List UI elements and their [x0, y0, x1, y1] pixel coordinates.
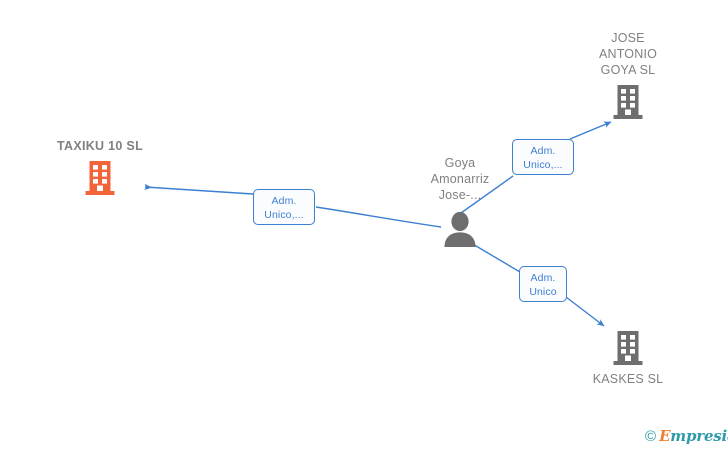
node-label-jose-antonio-goya: JOSE ANTONIO GOYA SL [598, 31, 658, 77]
edge-label-taxiku-line2: Unico,... [264, 209, 304, 221]
node-taxiku-10-sl[interactable]: TAXIKU 10 SL [44, 138, 156, 196]
copyright-icon: © [645, 427, 657, 445]
edge-label-jose-antonio[interactable]: Adm. Unico,... [512, 139, 574, 175]
node-label-kaskes: KASKES SL [592, 372, 664, 386]
person-icon [444, 211, 476, 247]
edge-label-taxiku[interactable]: Adm. Unico,... [253, 189, 315, 225]
edge-label-taxiku-line1: Adm. [271, 195, 297, 207]
edge-label-jose-antonio-line1: Adm. [530, 145, 556, 157]
brand-rest: mpresia [670, 426, 728, 445]
brand-name: Empresia [659, 426, 728, 445]
brand-initial: E [659, 426, 671, 445]
edge-label-kaskes-line2: Unico [529, 286, 557, 298]
node-jose-antonio-goya-sl[interactable]: JOSE ANTONIO GOYA SL [580, 30, 676, 120]
building-icon [613, 85, 643, 119]
edge-line-taxiku[interactable] [144, 183, 442, 228]
edge-line-kaskes[interactable] [470, 242, 605, 327]
edge-label-kaskes[interactable]: Adm. Unico [519, 266, 567, 302]
node-goya-amonarriz-person[interactable]: Goya Amonarriz Jose-... [418, 155, 502, 247]
edge-label-jose-antonio-line2: Unico,... [523, 159, 563, 171]
node-label-goya-amonarriz: Goya Amonarriz Jose-... [430, 156, 490, 202]
building-icon [613, 331, 643, 365]
building-icon [85, 161, 115, 195]
node-kaskes-sl[interactable]: KASKES SL [576, 330, 680, 387]
empresia-watermark: © Empresia [645, 425, 728, 447]
node-label-taxiku: TAXIKU 10 SL [56, 139, 144, 153]
edge-line-jose-antonio[interactable] [460, 121, 612, 214]
edge-label-kaskes-line1: Adm. [530, 272, 556, 284]
